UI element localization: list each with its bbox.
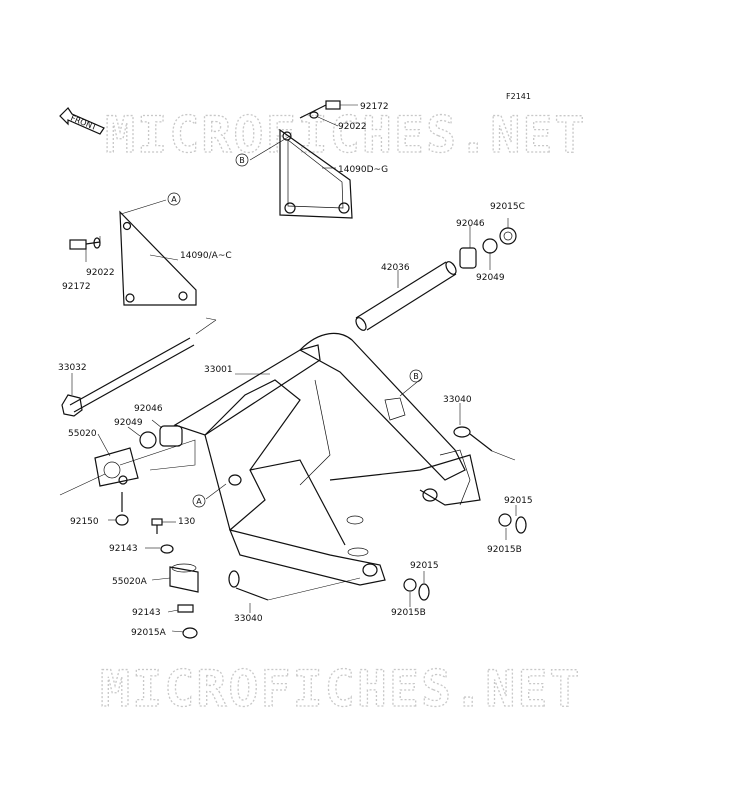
svg-text:A: A	[196, 497, 202, 506]
callout-a-upper: A	[167, 192, 181, 206]
part-label-55020: 55020	[68, 429, 97, 439]
part-label-92015-lower: 92015	[410, 561, 439, 571]
callout-a-lower: A	[192, 494, 206, 508]
part-label-92015c: 92015C	[490, 202, 525, 212]
part-label-55020a: 55020A	[112, 577, 148, 587]
part-label-92015b-right: 92015B	[487, 545, 522, 555]
part-label-92046-left: 92046	[134, 404, 163, 414]
part-label-14090a: 14090/A~C	[180, 251, 232, 261]
callout-b-upper: B	[235, 153, 249, 167]
nut-set-lower	[403, 578, 430, 601]
part-label-33040-lower: 33040	[234, 614, 263, 624]
part-label-92143-lower: 92143	[132, 608, 161, 618]
rubber-mount-55020a	[160, 544, 199, 639]
part-label-92049-left: 92049	[114, 418, 143, 428]
svg-text:B: B	[239, 156, 245, 165]
part-label-92046-right: 92046	[456, 219, 485, 229]
part-label-92172-top: 92172	[360, 102, 389, 112]
bearing-set-left	[59, 425, 196, 496]
part-label-92172-left: 92172	[62, 282, 91, 292]
part-label-92015b-lower: 92015B	[391, 608, 426, 618]
front-marker-label: FRONT	[69, 114, 98, 133]
watermark-bottom: MICROFICHES.NET	[100, 660, 582, 718]
part-label-92022-left: 92022	[86, 268, 115, 278]
adjuster-33040-lower	[228, 570, 361, 601]
part-label-92049-right: 92049	[476, 273, 505, 283]
part-label-14090d: 14090D~G	[338, 165, 388, 175]
nut-set-right	[498, 513, 527, 534]
bearing-set-upper	[459, 227, 517, 269]
part-label-33032: 33032	[58, 363, 87, 373]
callout-b-lower: B	[409, 369, 423, 383]
watermark-top: MICROFICHES.NET	[105, 106, 587, 164]
adjuster-33040-upper	[453, 426, 516, 461]
part-label-92143-upper: 92143	[109, 544, 138, 554]
bracket-left-14090	[119, 210, 197, 306]
front-arrow-icon: FRONT	[59, 107, 105, 135]
part-label-130: 130	[178, 517, 195, 527]
svg-text:A: A	[171, 195, 177, 204]
part-label-92022-top: 92022	[338, 122, 367, 132]
part-label-92015-right: 92015	[504, 496, 533, 506]
part-label-92015a: 92015A	[131, 628, 167, 638]
part-label-42036: 42036	[381, 263, 410, 273]
bolt-92150	[115, 492, 129, 526]
figure-code: F2141	[506, 92, 531, 101]
bolt-92172-lower	[69, 237, 101, 250]
part-label-92150: 92150	[70, 517, 99, 527]
part-label-33001: 33001	[204, 365, 233, 375]
pivot-shaft-42036	[355, 261, 457, 331]
part-label-33040-upper: 33040	[443, 395, 472, 405]
screw-130	[151, 518, 163, 534]
long-bolt-33032	[61, 317, 217, 417]
leader-lines	[71, 104, 517, 633]
svg-text:B: B	[413, 372, 419, 381]
swing-arm-33001	[173, 332, 481, 586]
